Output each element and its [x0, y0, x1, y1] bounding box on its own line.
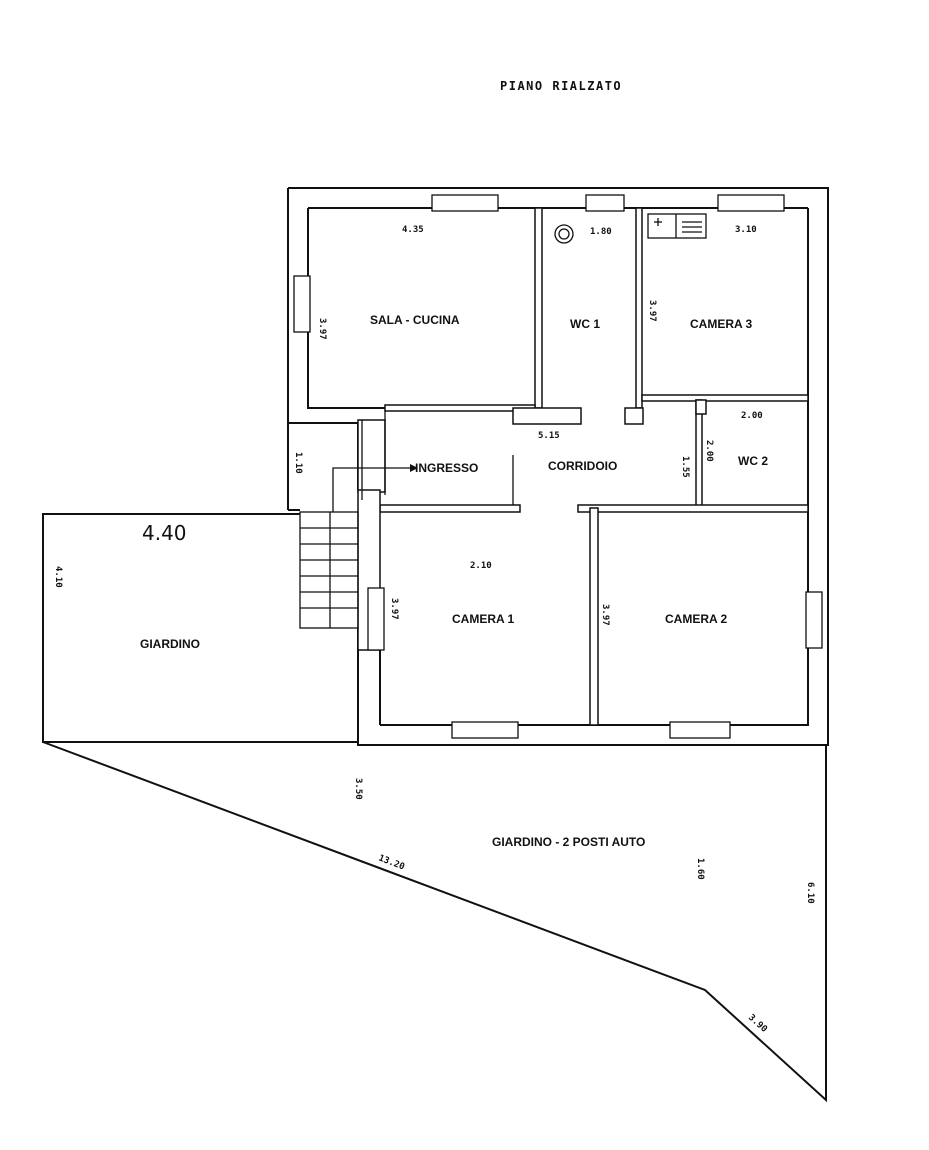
room-wc1: WC 1 — [570, 317, 600, 331]
fixtures — [554, 213, 707, 244]
entrance-arrow-icon — [410, 464, 418, 472]
room-wc2: WC 2 — [738, 454, 768, 468]
dimension-labels: 4.35 3.97 1.80 3.10 3.97 2.00 2.00 5.15 … — [53, 225, 815, 1035]
room-giardino: GIARDINO — [140, 637, 200, 651]
room-ingresso: INGRESSO — [415, 461, 478, 475]
stove-icon — [647, 213, 707, 239]
windows — [293, 194, 823, 739]
toilet-icon — [554, 224, 574, 244]
dim-giardino-top: 4.40 — [142, 521, 187, 545]
dim-sala-width: 4.35 — [402, 225, 424, 235]
dim-camera3-width: 3.10 — [735, 225, 757, 235]
interior-walls — [357, 207, 809, 726]
dim-giardino-side: 4.10 — [53, 566, 63, 588]
stairs — [299, 464, 418, 629]
dim-wc2-width: 2.00 — [741, 411, 763, 421]
plan-title: PIANO RIALZATO — [500, 79, 622, 93]
dim-ingresso-height: 1.10 — [293, 452, 303, 474]
room-giardino-posti-auto: GIARDINO - 2 POSTI AUTO — [492, 835, 645, 849]
room-camera2: CAMERA 2 — [665, 612, 728, 626]
room-sala-cucina: SALA - CUCINA — [370, 313, 460, 327]
dim-garden-d: 6.10 — [805, 882, 815, 904]
dim-garden-a: 3.50 — [353, 778, 363, 800]
dim-camera2-height: 3.97 — [600, 604, 610, 626]
dim-sala-height: 3.97 — [317, 318, 327, 340]
dim-wc2-height: 2.00 — [704, 440, 714, 462]
room-labels: SALA - CUCINA WC 1 CAMERA 3 WC 2 INGRESS… — [140, 313, 768, 849]
room-camera3: CAMERA 3 — [690, 317, 753, 331]
dim-wc1-width: 1.80 — [590, 227, 612, 237]
dim-camera1-width: 2.10 — [470, 561, 492, 571]
dim-camera3-height: 3.97 — [647, 300, 657, 322]
room-camera1: CAMERA 1 — [452, 612, 515, 626]
garden-boundary — [42, 513, 827, 1103]
outer-walls — [287, 187, 829, 746]
dim-corridoio-height: 1.55 — [680, 456, 690, 478]
room-corridoio: CORRIDOIO — [548, 459, 617, 473]
dim-camera1-height: 3.97 — [389, 598, 399, 620]
dim-corridoio-width: 5.15 — [538, 431, 560, 441]
dim-garden-c: 1.60 — [695, 858, 705, 880]
